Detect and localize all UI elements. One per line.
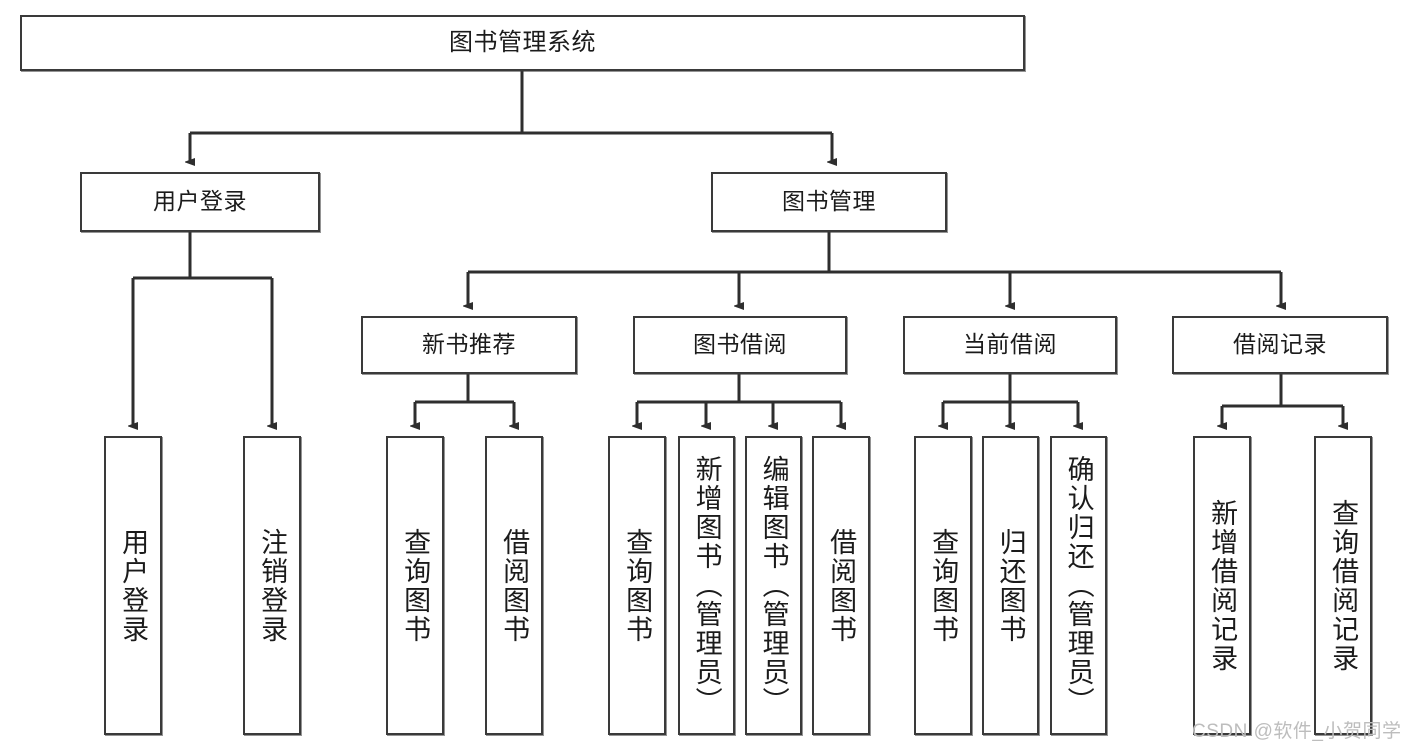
leaf-user-logout[interactable]: 注销登录	[243, 436, 301, 735]
leaf-add-book-admin[interactable]: 新增图书（管理员）	[678, 436, 735, 735]
node-label: 借阅记录	[1233, 331, 1327, 358]
node-label: 归还图书	[995, 527, 1026, 644]
node-new-book-recommend[interactable]: 新书推荐	[361, 316, 577, 374]
node-label: 编辑图书（管理员）	[758, 455, 789, 716]
node-label: 图书管理系统	[449, 28, 596, 56]
leaf-query-book-recommend[interactable]: 查询图书	[386, 436, 444, 735]
leaf-query-borrow-record[interactable]: 查询借阅记录	[1314, 436, 1372, 735]
node-borrow-record[interactable]: 借阅记录	[1172, 316, 1388, 374]
leaf-borrow-book-recommend[interactable]: 借阅图书	[485, 436, 543, 735]
node-label: 查询图书	[400, 527, 431, 644]
leaf-confirm-return-admin[interactable]: 确认归还（管理员）	[1050, 436, 1107, 735]
leaf-query-book-current[interactable]: 查询图书	[914, 436, 972, 735]
node-label: 查询图书	[622, 527, 653, 644]
node-label: 新增图书（管理员）	[691, 455, 722, 716]
node-current-borrow[interactable]: 当前借阅	[903, 316, 1117, 374]
node-label: 图书管理	[782, 188, 876, 215]
node-book-management[interactable]: 图书管理	[711, 172, 947, 232]
leaf-query-book-borrow[interactable]: 查询图书	[608, 436, 666, 735]
node-root-system[interactable]: 图书管理系统	[20, 15, 1025, 71]
node-label: 新书推荐	[422, 331, 516, 358]
node-label: 查询图书	[928, 527, 959, 644]
node-label: 当前借阅	[963, 331, 1057, 358]
leaf-edit-book-admin[interactable]: 编辑图书（管理员）	[745, 436, 802, 735]
leaf-borrow-book[interactable]: 借阅图书	[812, 436, 870, 735]
leaf-return-book[interactable]: 归还图书	[982, 436, 1039, 735]
watermark-text: CSDN @软件_小贺同学	[1192, 721, 1402, 742]
node-label: 注销登录	[257, 527, 288, 644]
node-label: 借阅图书	[499, 527, 530, 644]
node-label: 借阅图书	[826, 527, 857, 644]
node-label: 用户登录	[153, 188, 247, 215]
leaf-add-borrow-record[interactable]: 新增借阅记录	[1193, 436, 1251, 735]
node-label: 新增借阅记录	[1207, 498, 1238, 673]
node-label: 用户登录	[118, 527, 149, 644]
node-label: 查询借阅记录	[1328, 498, 1359, 673]
node-label: 确认归还（管理员）	[1063, 455, 1094, 716]
leaf-user-login[interactable]: 用户登录	[104, 436, 162, 735]
node-label: 图书借阅	[693, 331, 787, 358]
node-book-borrow[interactable]: 图书借阅	[633, 316, 847, 374]
node-user-login[interactable]: 用户登录	[80, 172, 320, 232]
